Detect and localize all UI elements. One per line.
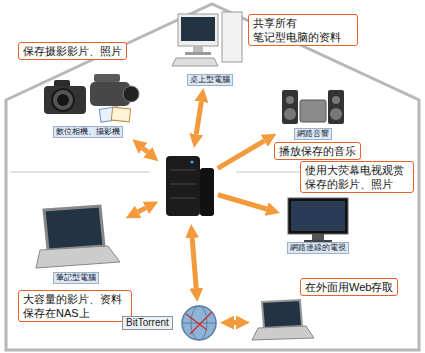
nas-device [160, 150, 216, 222]
arrow [218, 141, 265, 169]
tv-stand [312, 234, 324, 240]
double-arrow [138, 208, 146, 212]
tv-screen [291, 201, 345, 231]
laptop-screen [44, 206, 104, 250]
monitor [178, 14, 218, 46]
nas-bay [170, 184, 196, 185]
audio-device: 網路音響播放保存的音乐 [278, 84, 348, 140]
globe [182, 306, 216, 340]
keyboard [172, 58, 218, 66]
amplifier [300, 100, 326, 122]
device-label: 網路連線的電視 [287, 242, 349, 254]
device-label: 桌上型電腦 [187, 74, 233, 86]
service-tag: BitTorrent [122, 316, 173, 330]
remote-laptop: 在外面用Web存取 [252, 298, 314, 346]
arrow [218, 195, 267, 209]
speaker [282, 90, 298, 124]
floor-line [10, 171, 150, 173]
double-arrow [196, 102, 201, 134]
nas-bay [170, 170, 196, 171]
house-outline [6, 4, 419, 350]
tv-frame [288, 198, 348, 234]
nas-unit [200, 168, 214, 216]
camera-device: 保存摄影影片、照片數位相機、攝影機 [38, 66, 138, 138]
laptop-device: 筆記型電腦大容量的影片、资料 保存在NAS上 [28, 204, 124, 284]
nas-led [191, 161, 194, 164]
callout-bubble: 播放保存的音乐 [274, 142, 361, 160]
laptop-icon [36, 206, 120, 268]
nas-bay [170, 198, 196, 199]
audio-icon [282, 90, 344, 124]
callout-bubble: 使用大荧幕电视观赏 保存的影片、照片 [300, 161, 414, 193]
house-wall [6, 4, 419, 350]
device-label: 數位相機、攝影機 [53, 126, 123, 138]
laptop-base [252, 326, 314, 340]
camcorder-handle [94, 74, 120, 82]
photo-icon [111, 107, 130, 122]
callout-bubble: 共享所有 笔记型电脑的资料 [248, 14, 358, 46]
double-arrow [143, 148, 148, 152]
speaker-cone [332, 96, 340, 104]
speaker [328, 90, 344, 124]
nas-body [166, 156, 200, 216]
desktop-device: 共享所有 笔记型电脑的资料桌上型電腦 [172, 8, 248, 86]
double-arrow [234, 320, 236, 325]
desktop-icon [172, 12, 242, 66]
globe-icon [182, 306, 216, 340]
speaker-cone [284, 108, 296, 120]
double-arrow [192, 238, 196, 288]
device-label: 網路音響 [294, 128, 332, 140]
nas-icon [166, 156, 214, 216]
speaker-cone [286, 96, 294, 104]
callout-bubble: 大容量的影片、资料 保存在NAS上 [18, 290, 132, 322]
laptop-screen [262, 300, 302, 328]
network-lines [186, 312, 212, 334]
tv-icon [288, 198, 348, 242]
camera-body [44, 86, 86, 114]
camera-lens [57, 94, 69, 106]
monitor-stand [193, 46, 203, 52]
laptop-base [36, 246, 120, 268]
camera-lens [52, 89, 74, 111]
callout-bubble: 保存摄影影片、照片 [18, 42, 127, 60]
device-label: 筆記型電腦 [53, 272, 99, 284]
remote-laptop-icon [252, 300, 314, 340]
tv-device: 使用大荧幕电视观赏 保存的影片、照片網路連線的電視 [282, 194, 354, 254]
monitor-base [185, 52, 211, 55]
camcorder-lens [123, 86, 139, 102]
camera-icon [44, 74, 139, 122]
internet-globe: BitTorrent [180, 304, 218, 342]
pc-tower [222, 12, 242, 62]
speaker-cone [330, 108, 342, 120]
monitor-screen [181, 17, 215, 41]
callout-bubble: 在外面用Web存取 [300, 278, 398, 296]
